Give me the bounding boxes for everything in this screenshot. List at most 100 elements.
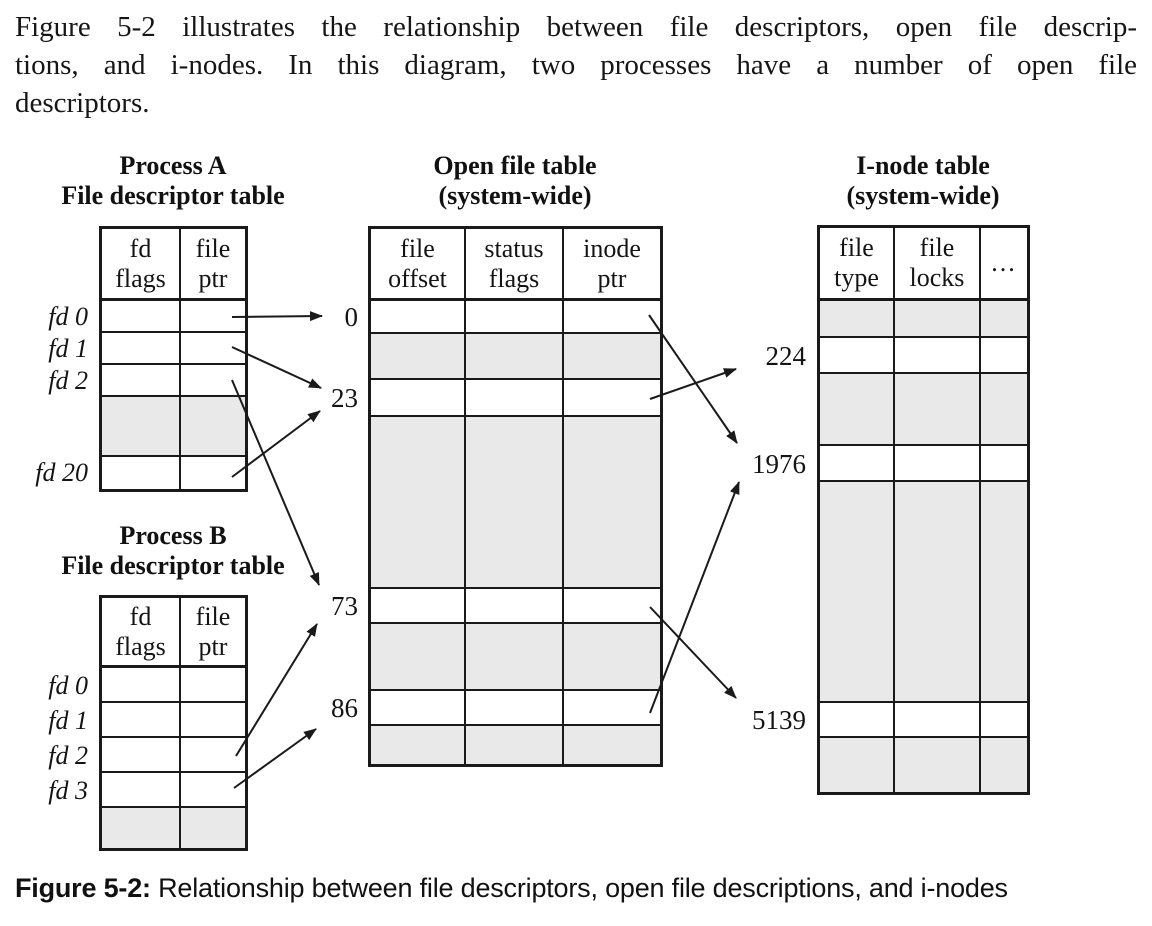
cell [564,691,660,724]
cell [181,365,245,395]
inode-row-5139 [820,703,1027,738]
cell [981,703,1027,736]
inode-row-224-label: 224 [765,340,807,371]
open-file-col-header-file-offset: file offset [371,229,466,298]
cell [820,301,895,336]
cell [564,589,660,622]
open-file-table-title-line1: Open file table [433,151,597,180]
process-b-fd1-label: fd 1 [48,705,88,735]
process-a-title-line1: Process A [119,151,227,180]
cell [181,301,245,331]
cell [181,333,245,363]
cell [466,691,564,724]
figure-caption: Figure 5-2: Relationship between file de… [15,873,1135,904]
cell [466,624,564,689]
process-a-fd0-label: fd 0 [48,302,88,331]
cell [102,301,181,331]
cell [820,446,895,480]
process-a-row-fd2 [102,365,245,397]
process-b-fd3-label: fd 3 [48,775,88,805]
open-file-shaded-row-4 [371,726,660,764]
cell [981,374,1027,444]
open-file-shaded-row-3 [371,624,660,691]
process-b-header-row: fd flags file ptr [102,598,245,668]
intro-line-2: tions, and i-nodes. In this diagram, two… [15,49,1137,81]
process-a-row-fd1 [102,333,245,365]
arrow-process-b-fd2-to-open-73 [235,623,318,757]
process-a-col-header-file-ptr: file ptr [181,229,245,298]
figure-caption-prefix: Figure 5-2: [15,873,151,903]
inode-shaded-row-4 [820,738,1027,792]
inode-table-title-line1: I-node table [856,151,990,180]
cell [820,703,895,736]
open-file-row-73 [371,589,660,624]
cell [981,338,1027,372]
cell [895,338,981,372]
open-file-row-86-label: 86 [331,693,358,723]
cell [895,301,981,336]
process-a-shaded-filler-row [102,397,245,457]
open-file-header-row: file offset status flags inode ptr [371,229,660,301]
cell [102,703,181,736]
cell [564,726,660,764]
cell [102,333,181,363]
cell [895,446,981,480]
cell [564,380,660,415]
open-file-row-0-label: 0 [344,302,359,332]
intro-line-1: Figure 5-2 illustrates the relationship … [15,11,1137,43]
cell [820,482,895,701]
cell [895,703,981,736]
inode-row-224 [820,338,1027,374]
cell [895,482,981,701]
open-file-row-23-label: 23 [331,383,358,413]
cell [981,738,1027,792]
cell [102,738,181,771]
inode-table-title-line2: (system-wide) [846,181,1000,210]
cell [102,773,181,806]
process-a-fd2-label: fd 2 [48,366,88,395]
inode-shaded-row-3 [820,482,1027,703]
open-file-table-title-line2: (system-wide) [438,181,592,210]
cell [181,397,245,455]
open-file-table: file offset status flags inode ptr [368,226,663,767]
cell [181,457,245,489]
cell [895,374,981,444]
cell [981,301,1027,336]
cell [820,374,895,444]
cell [466,726,564,764]
cell [564,334,660,378]
process-a-fd1-label: fd 1 [48,334,88,363]
process-a-title: Process A File descriptor table [33,151,313,211]
inode-shaded-row-1 [820,301,1027,338]
intro-line-3: descriptors. [15,87,150,119]
inode-header-row: file type file locks ... [820,228,1027,301]
open-file-row-23 [371,380,660,417]
cell [371,726,466,764]
cell [466,589,564,622]
open-file-row-73-label: 73 [331,591,358,621]
open-file-row-86 [371,691,660,726]
process-b-title-line1: Process B [119,521,227,550]
process-a-title-line2: File descriptor table [61,181,285,210]
cell [820,738,895,792]
cell [181,703,245,736]
cell [371,380,466,415]
process-b-col-header-file-ptr: file ptr [181,598,245,665]
inode-table: file type file locks ... [817,225,1030,795]
cell [371,624,466,689]
process-b-fd2-label: fd 2 [48,740,88,770]
inode-col-header-ellipsis: ... [981,228,1027,298]
cell [102,668,181,701]
process-b-row-fd3 [102,773,245,808]
cell [564,624,660,689]
process-b-col-header-fd-flags: fd flags [102,598,181,665]
cell [564,417,660,587]
cell [981,446,1027,480]
inode-row-1976 [820,446,1027,482]
inode-table-title: I-node table (system-wide) [783,151,1063,211]
cell [181,668,245,701]
inode-col-header-file-type: file type [820,228,895,298]
process-a-fd-table: fd flags file ptr [99,226,248,492]
process-b-row-fd1 [102,703,245,738]
